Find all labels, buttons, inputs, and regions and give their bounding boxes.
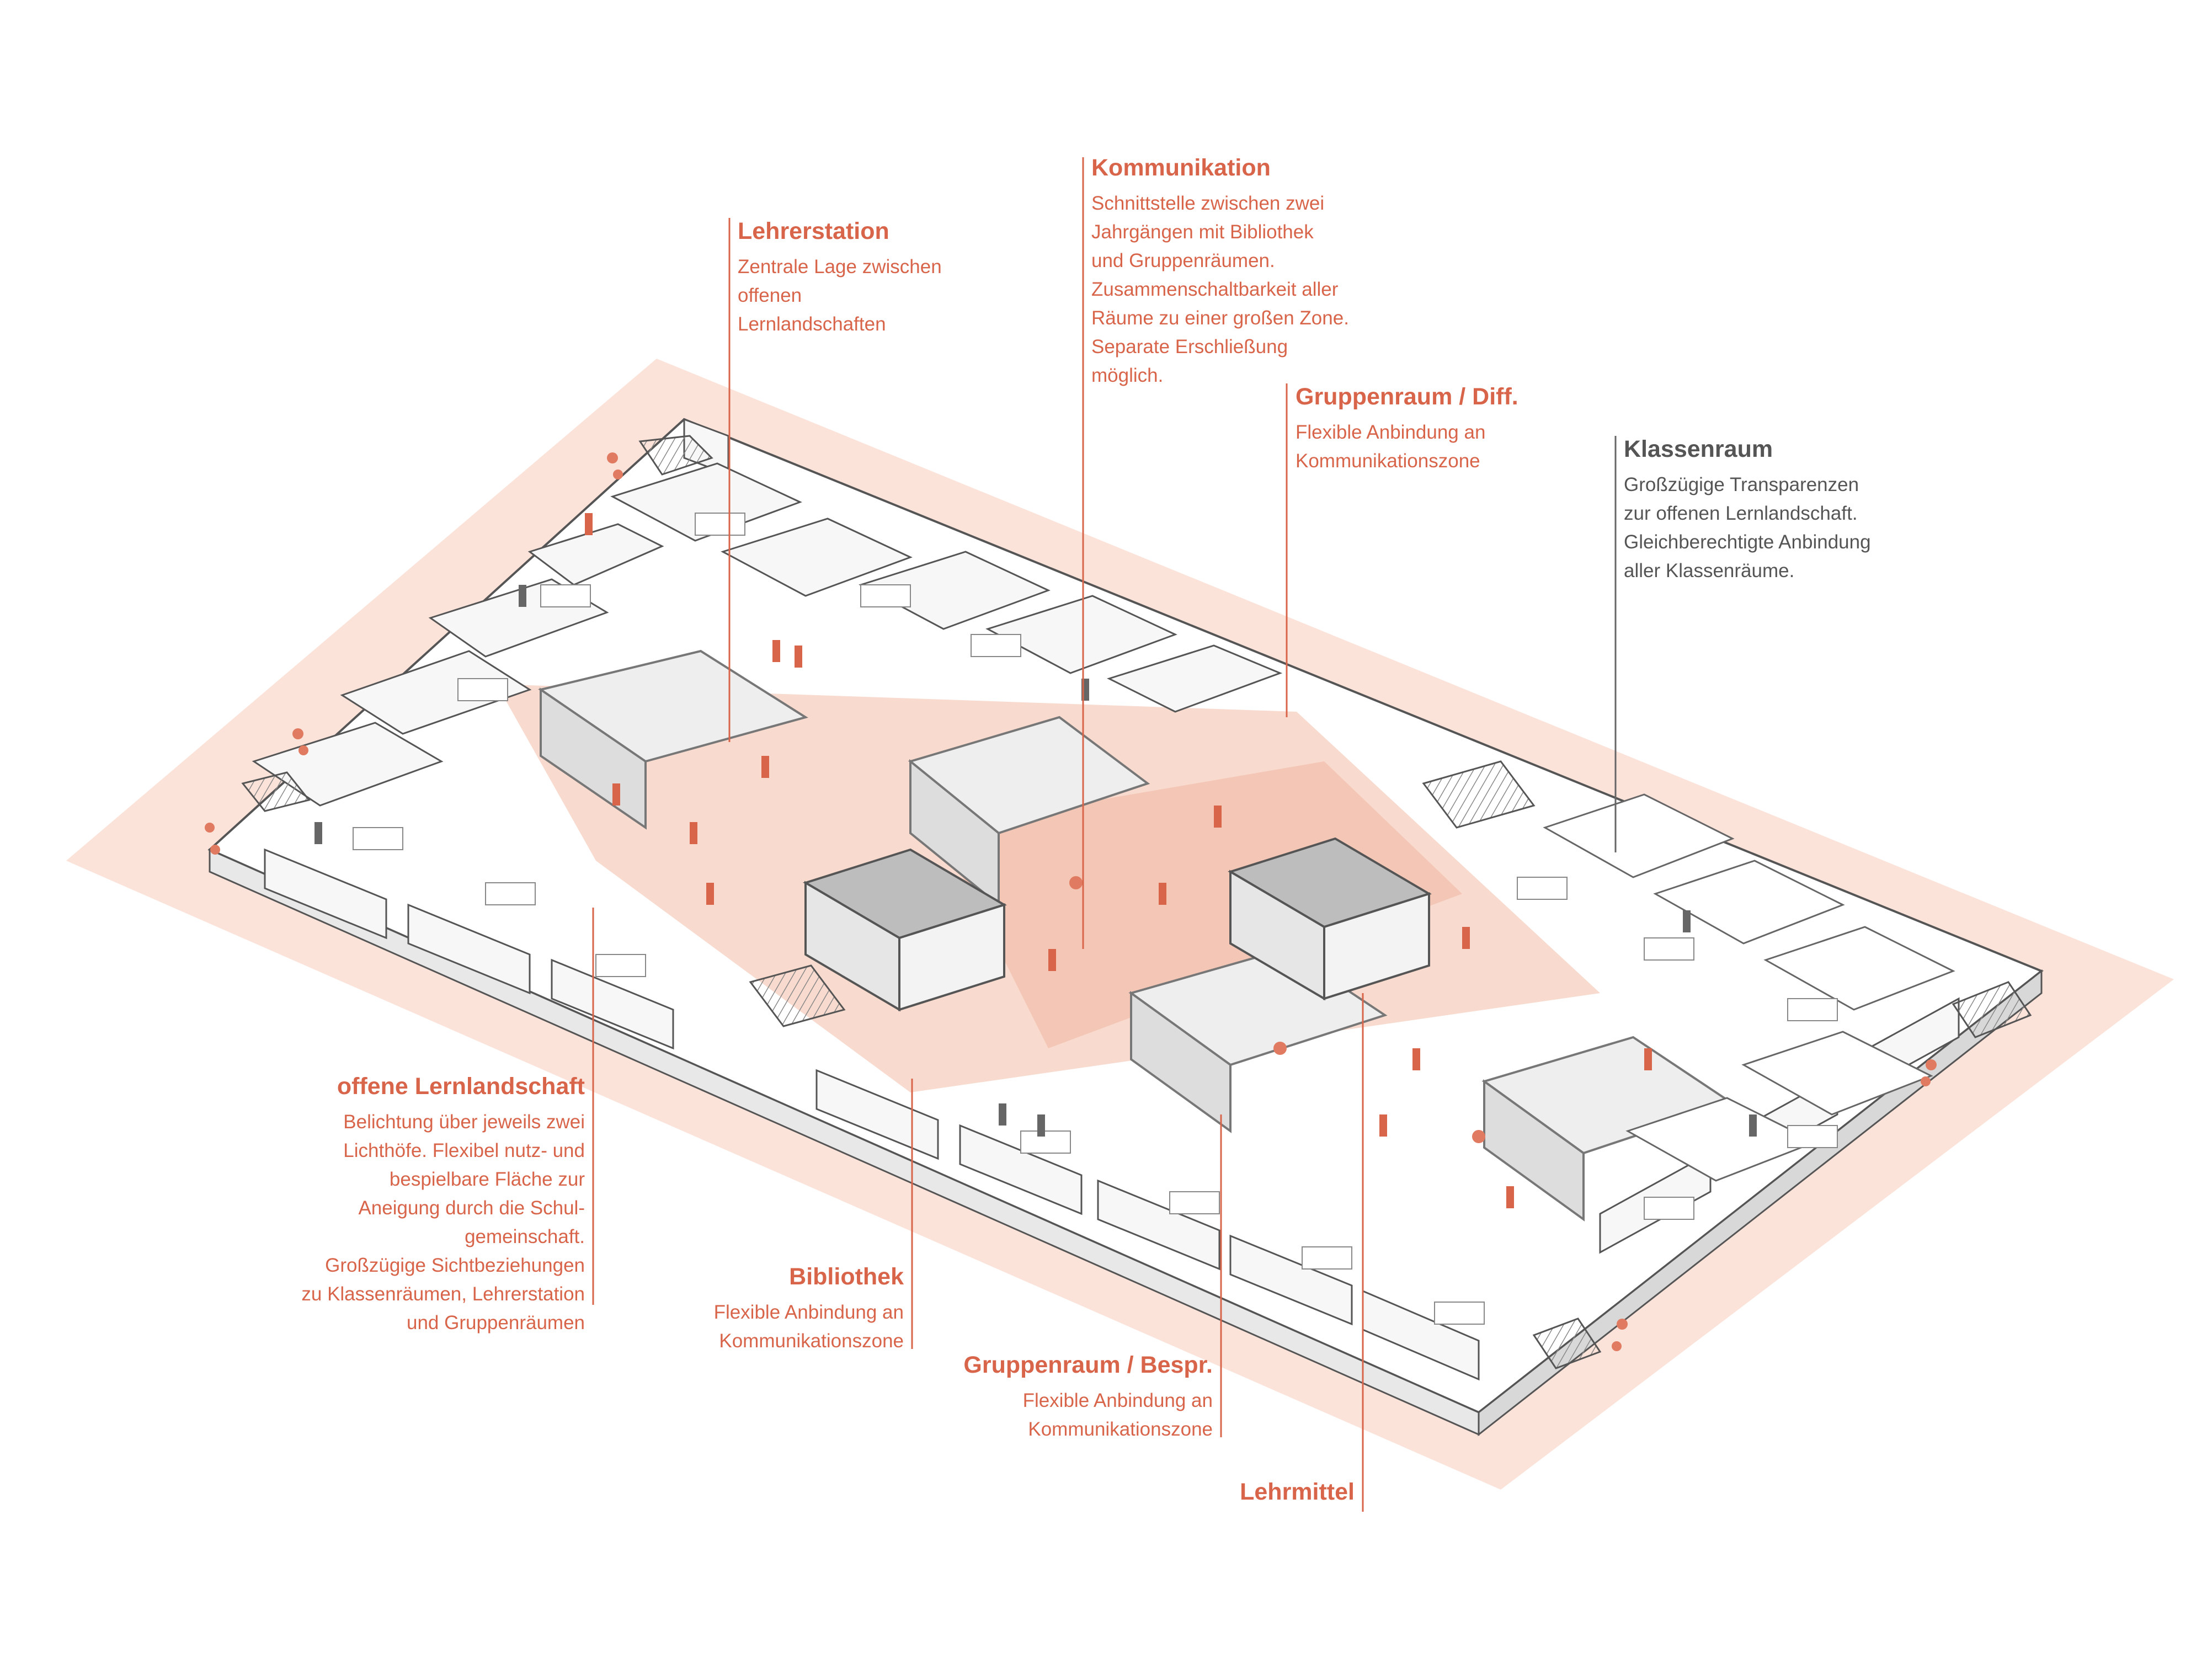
- people: [314, 513, 1757, 1208]
- service-cores: [803, 837, 1432, 1012]
- furniture: [353, 513, 1838, 1325]
- callout-kommunikation: Kommunikation Schnittstelle zwischen zwe…: [1091, 154, 1444, 390]
- callout-title: Bibliothek: [789, 1263, 904, 1290]
- callout-text: Großzügige Transparenzen zur offenen Ler…: [1624, 474, 1871, 582]
- callout-title: Kommunikation: [1091, 154, 1271, 181]
- callout-title: Klassenraum: [1624, 436, 1773, 462]
- callout-gruppenraum-bespr: Gruppenraum / Bespr. Flexible Anbindung …: [882, 1352, 1213, 1444]
- leader-lines: [592, 157, 1364, 1512]
- callout-text: Zentrale Lage zwischen offenen Lernlands…: [738, 256, 942, 335]
- plants: [205, 452, 1937, 1351]
- callout-bibliothek: Bibliothek Flexible Anbindung an Kommuni…: [573, 1263, 904, 1356]
- classroom-boxes-right: [1543, 793, 1955, 1182]
- callout-lehrmittel: Lehrmittel: [1023, 1479, 1355, 1513]
- callout-lehrerstation: Lehrerstation Zentrale Lage zwischen off…: [738, 218, 1047, 339]
- callout-text: Flexible Anbindung an Kommunikationszone: [1022, 1390, 1213, 1441]
- callout-klassenraum: Klassenraum Großzügige Transparenzen zur…: [1624, 436, 1966, 585]
- callout-title: Gruppenraum / Diff.: [1296, 383, 1518, 410]
- callout-text: Flexible Anbindung an Kommunikationszone: [713, 1302, 904, 1352]
- stairs: [241, 435, 2032, 1369]
- callout-title: Lehrmittel: [1240, 1479, 1355, 1505]
- callout-title: Gruppenraum / Bespr.: [963, 1352, 1213, 1378]
- communication-zone: [938, 761, 1462, 1048]
- callout-text: Schnittstelle zwischen zwei Jahrgängen m…: [1091, 193, 1349, 387]
- callout-title: offene Lernlandschaft: [337, 1073, 585, 1100]
- callout-title: Lehrerstation: [738, 218, 889, 244]
- classroom-walls-back: [252, 418, 1283, 807]
- callout-text: Flexible Anbindung an Kommunikationszone: [1296, 422, 1486, 472]
- callout-gruppenraum-diff: Gruppenraum / Diff. Flexible Anbindung a…: [1296, 383, 1627, 476]
- callout-text: Belichtung über jeweils zwei Lichthöfe. …: [301, 1111, 585, 1334]
- callout-offene-lernlandschaft: offene Lernlandschaft Belichtung über je…: [166, 1073, 585, 1337]
